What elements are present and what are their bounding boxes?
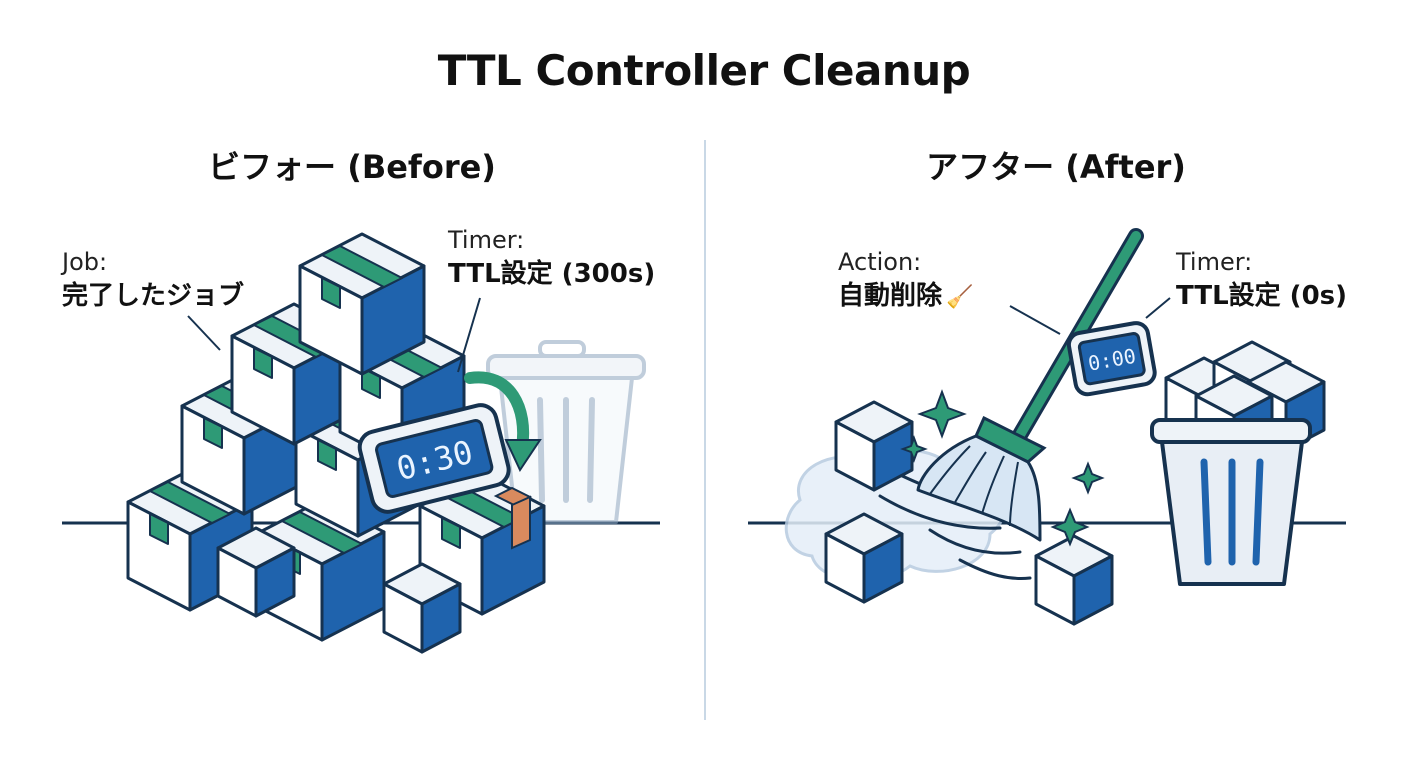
timer-label-after: Timer: TTL設定 (0s) [1176, 246, 1347, 314]
timer-value-before: TTL設定 (300s) [448, 259, 656, 289]
timer-caption-before: Timer: [448, 226, 525, 254]
clock-before: 0:30 [357, 403, 511, 514]
panel-divider [704, 140, 706, 720]
timer-caption-after: Timer: [1176, 248, 1253, 276]
cube-flying-2 [824, 512, 904, 604]
leader-line-job [187, 315, 221, 351]
sparkle-icons [900, 389, 1105, 547]
arrow-head-icon [504, 439, 542, 473]
cube-flying-3 [1034, 534, 1114, 626]
action-value-row: 自動削除🧹 [838, 278, 973, 316]
action-caption: Action: [838, 248, 922, 276]
before-heading: ビフォー (Before) [208, 148, 496, 186]
trash-can-icon-before [486, 340, 646, 524]
trash-can-icon-after [1150, 340, 1326, 586]
timer-value-after: TTL設定 (0s) [1176, 281, 1348, 311]
job-caption: Job: [62, 248, 108, 276]
leader-line-timer-after [1145, 297, 1171, 319]
timer-label-before: Timer: TTL設定 (300s) [448, 224, 655, 292]
job-label: Job: 完了したジョブ [62, 246, 244, 314]
broom-icon: 🧹 [946, 285, 974, 310]
job-value: 完了したジョブ [62, 281, 245, 311]
cube-flying-1 [834, 400, 914, 492]
action-label: Action: 自動削除🧹 [838, 246, 973, 316]
completed-job-boxes [126, 232, 546, 654]
leader-line-timer-before [457, 297, 481, 373]
clock-after: 0:00 [1066, 321, 1157, 397]
page-title: TTL Controller Cleanup [437, 46, 971, 95]
action-value: 自動削除 [838, 281, 943, 311]
arrow-icon [464, 371, 530, 454]
leader-line-action [1009, 305, 1061, 335]
after-heading: アフター (After) [926, 148, 1186, 186]
